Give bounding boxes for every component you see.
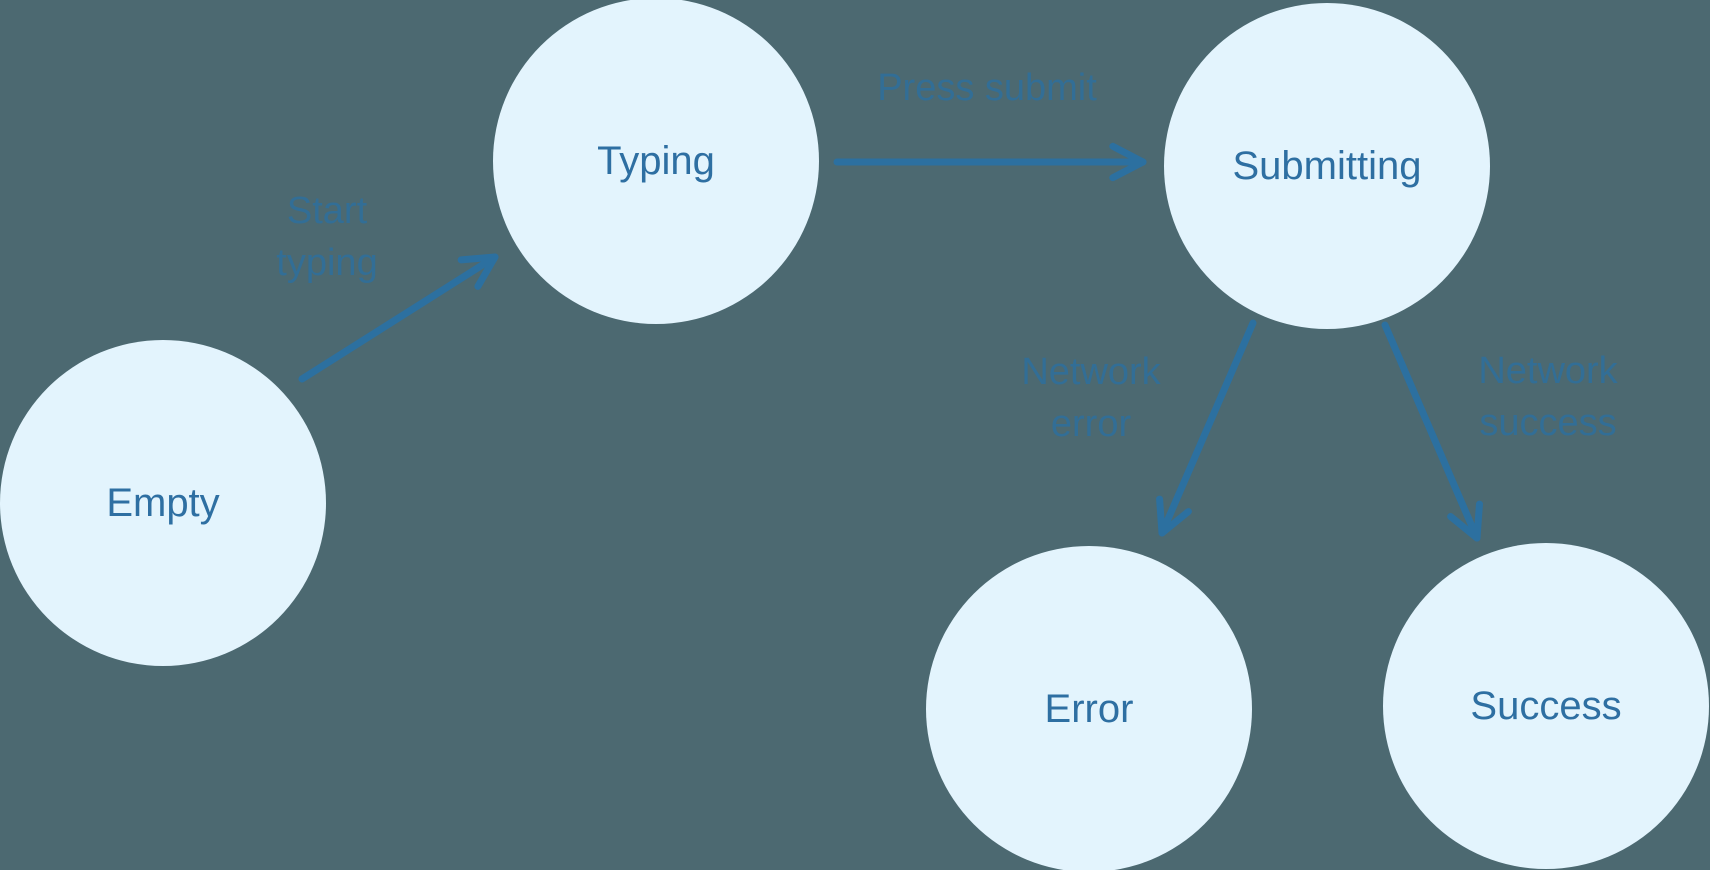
arrowhead-icon (1447, 500, 1483, 542)
transition-label-submitting-to-error: Network error (1021, 351, 1161, 445)
state-label-typing: Typing (597, 139, 715, 183)
state-circle-error (926, 546, 1252, 870)
transition-label-line: Network (1021, 351, 1161, 393)
transition-label-line: success (1479, 402, 1616, 444)
state-circle-submitting (1164, 3, 1490, 329)
transition-label-line: Press submit (877, 67, 1097, 109)
arrowhead-icon (457, 253, 499, 290)
state-label-error: Error (1045, 687, 1134, 731)
state-node-empty: Empty (0, 340, 326, 666)
state-node-error: Error (926, 546, 1252, 870)
state-node-typing: Typing (493, 0, 819, 324)
transition-label-line: Network (1478, 350, 1618, 392)
transition-submitting-to-error: Network error (1021, 319, 1257, 537)
state-node-success: Success (1383, 543, 1709, 869)
state-circle-success (1383, 543, 1709, 869)
transition-arrow-submitting-to-error (1158, 319, 1257, 537)
state-circle-typing (493, 0, 819, 324)
transition-label-line: Start (287, 190, 368, 232)
state-label-empty: Empty (106, 481, 219, 525)
transition-typing-to-submitting: Press submit (833, 67, 1147, 182)
transition-arrow-empty-to-typing (298, 253, 499, 383)
transition-label-submitting-to-success: Network success (1478, 350, 1618, 444)
arrowhead-icon (1109, 142, 1147, 182)
transition-label-empty-to-typing: Start typing (276, 190, 377, 284)
state-label-submitting: Submitting (1233, 144, 1422, 188)
transition-label-typing-to-submitting: Press submit (877, 67, 1097, 109)
state-circle-empty (0, 340, 326, 666)
transition-submitting-to-success: Network success (1381, 321, 1619, 542)
state-node-submitting: Submitting (1164, 3, 1490, 329)
transition-empty-to-typing: Start typing (276, 190, 499, 383)
transition-label-line: typing (276, 242, 377, 284)
transition-label-line: error (1051, 403, 1132, 445)
arrowhead-icon (1156, 495, 1192, 537)
transition-arrow-submitting-to-success (1381, 321, 1481, 542)
state-label-success: Success (1470, 684, 1621, 728)
